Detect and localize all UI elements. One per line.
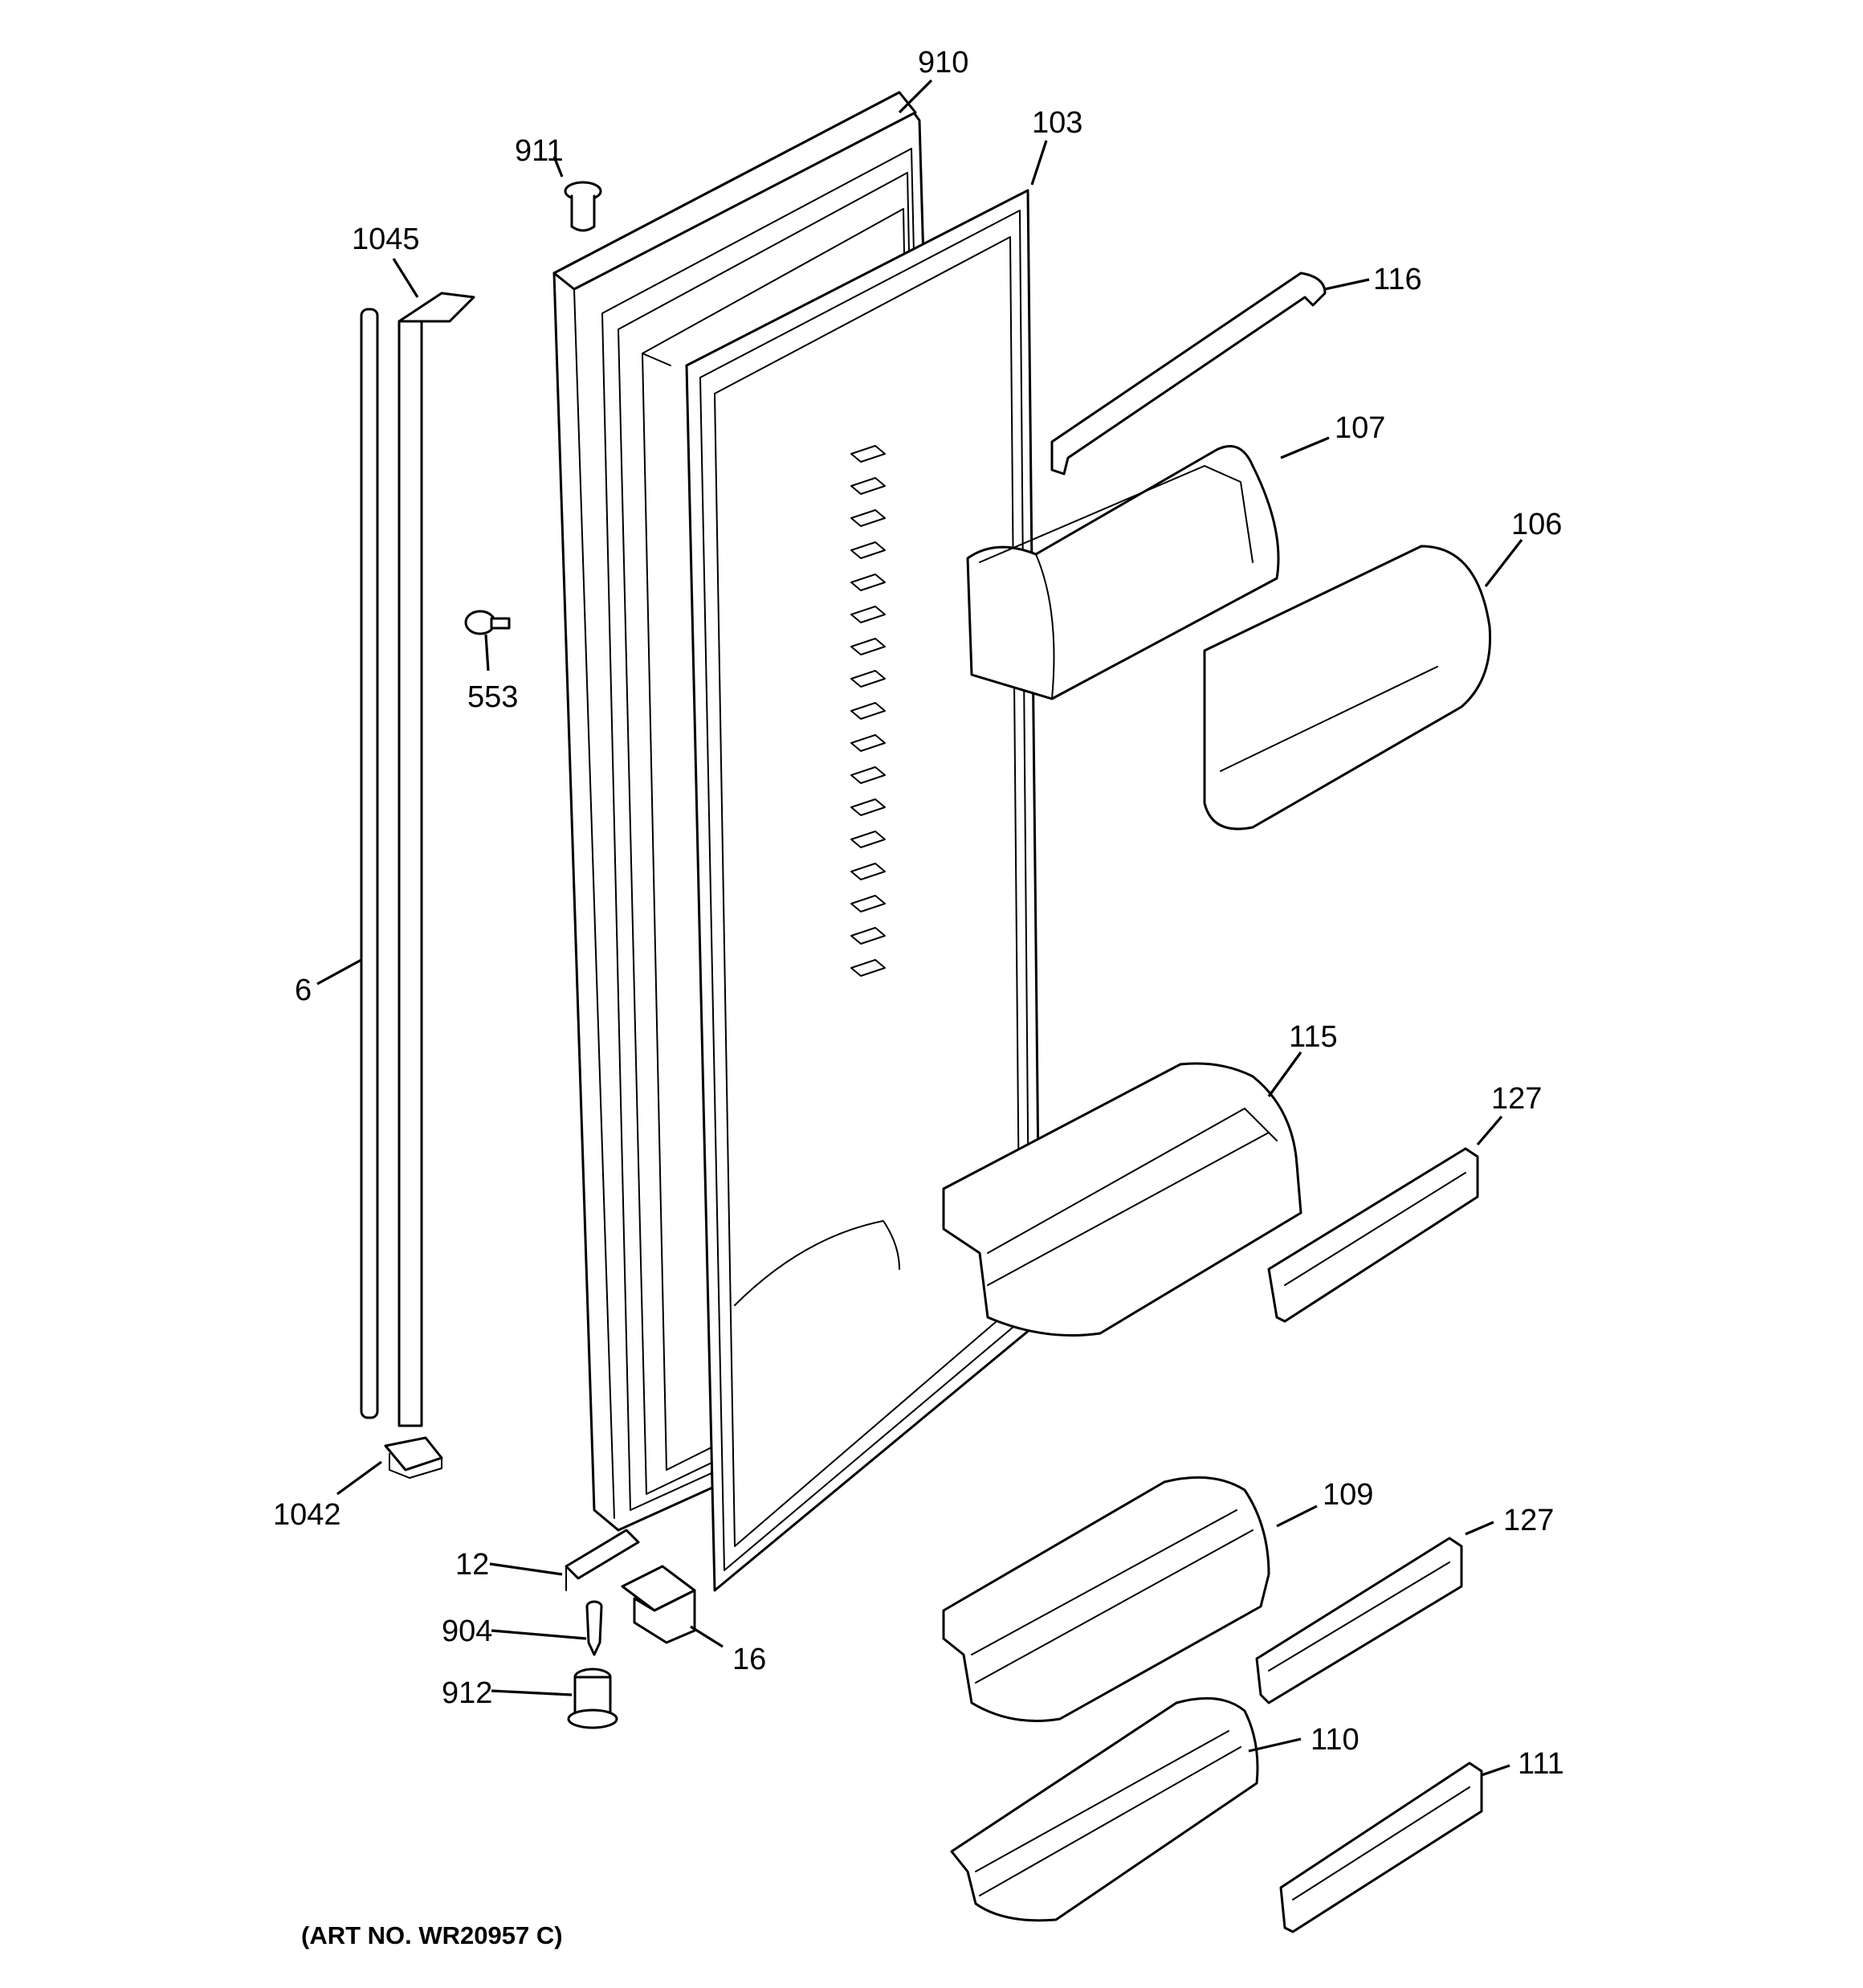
bin-cover-127b-part bbox=[1255, 1537, 1463, 1704]
clip-1042-part bbox=[384, 1436, 443, 1479]
shelf-rail-116-part bbox=[1050, 271, 1327, 476]
callout-1045: 1045 bbox=[352, 222, 420, 256]
callout-115: 115 bbox=[1289, 1020, 1338, 1054]
callout-106: 106 bbox=[1511, 508, 1562, 541]
gasket-bracket-part bbox=[397, 292, 475, 1427]
callout-904: 904 bbox=[442, 1614, 492, 1648]
gasket-strip-part bbox=[360, 308, 379, 1419]
callout-111: 111 bbox=[1518, 1747, 1564, 1781]
hinge-16-part bbox=[621, 1565, 696, 1644]
callout-107: 107 bbox=[1335, 411, 1385, 445]
callout-103: 103 bbox=[1032, 106, 1082, 140]
bin-109-part bbox=[942, 1476, 1270, 1722]
screw-904-part bbox=[585, 1600, 603, 1656]
bin-cover-111-part bbox=[1279, 1761, 1483, 1933]
callout-16: 16 bbox=[732, 1643, 766, 1676]
bin-110-part bbox=[950, 1696, 1259, 1922]
bin-115-part bbox=[942, 1062, 1302, 1337]
callout-1042: 1042 bbox=[273, 1498, 341, 1532]
hinge-cap-part bbox=[564, 181, 602, 232]
callout-911: 911 bbox=[515, 134, 564, 168]
door-liner-part bbox=[685, 189, 1042, 1592]
hinge-bracket-12-part bbox=[565, 1529, 640, 1591]
callout-6: 6 bbox=[295, 974, 312, 1007]
callout-553: 553 bbox=[467, 680, 518, 714]
leader-lines bbox=[316, 79, 1523, 1777]
art-number-label: (ART NO. WR20957 C) bbox=[301, 1921, 563, 1949]
bin-cover-106-part bbox=[1203, 545, 1492, 831]
cap-912-part bbox=[567, 1668, 618, 1729]
screw-553-part bbox=[464, 610, 511, 635]
callout-116: 116 bbox=[1373, 263, 1422, 296]
callout-127-upper: 127 bbox=[1491, 1082, 1542, 1116]
callout-912: 912 bbox=[442, 1676, 492, 1710]
bin-107-part bbox=[966, 445, 1280, 700]
callout-127-lower: 127 bbox=[1503, 1504, 1554, 1537]
bin-cover-127a-part bbox=[1267, 1147, 1479, 1323]
callout-910: 910 bbox=[918, 46, 968, 80]
callout-12: 12 bbox=[455, 1548, 489, 1582]
callout-109: 109 bbox=[1323, 1478, 1373, 1512]
callout-110: 110 bbox=[1311, 1723, 1360, 1757]
